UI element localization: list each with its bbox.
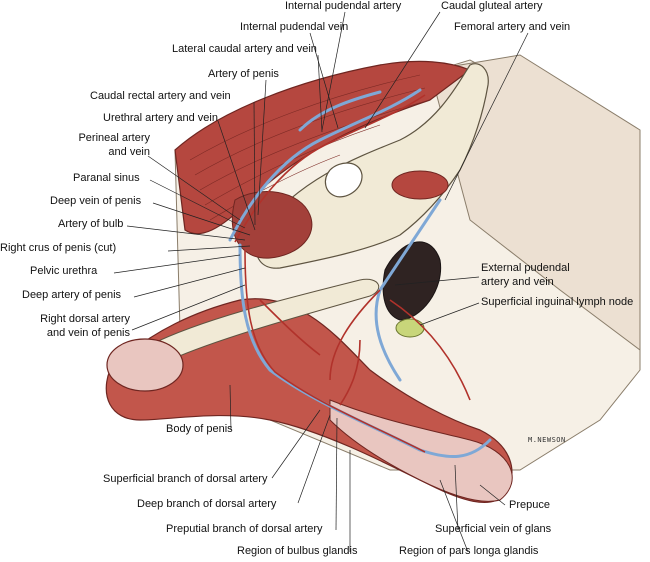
label-deep-branch: Deep branch of dorsal artery [137, 498, 277, 510]
penile-bulb [106, 338, 184, 392]
lymph-node [395, 318, 425, 338]
ischiocavernosus-muscle [231, 191, 313, 259]
label-pelvic-urethra: Pelvic urethra [30, 265, 98, 277]
label-internal-pudendal-vein: Internal pudendal vein [240, 21, 349, 33]
label-right-dorsal-1: Right dorsal artery [40, 313, 130, 325]
label-deep-artery-penis: Deep artery of penis [22, 289, 122, 301]
label-prepuce: Prepuce [509, 499, 550, 511]
label-deep-vein-penis: Deep vein of penis [50, 195, 142, 207]
label-lateral-caudal: Lateral caudal artery and vein [172, 43, 317, 55]
label-external-pudendal-1: External pudendal [481, 262, 570, 274]
hip-muscle-sheet [429, 54, 641, 351]
label-superficial-branch: Superficial branch of dorsal artery [103, 473, 268, 485]
label-caudal-gluteal-artery: Caudal gluteal artery [441, 0, 543, 12]
label-region-bulbus: Region of bulbus glandis [237, 545, 358, 557]
label-region-pars: Region of pars longa glandis [399, 545, 539, 557]
artist-signature: M.NEWSON [528, 436, 566, 444]
arteries [234, 94, 471, 453]
label-urethral: Urethral artery and vein [103, 112, 218, 124]
obturator-foramen [324, 162, 363, 198]
label-body-of-penis: Body of penis [166, 423, 233, 435]
label-femoral-artery-vein: Femoral artery and vein [454, 21, 571, 33]
leader-lines [113, 11, 529, 553]
femoral-muscle [391, 170, 449, 200]
bone-shaft [149, 278, 380, 361]
label-preputial-branch: Preputial branch of dorsal artery [166, 523, 323, 535]
label-right-dorsal-2: and vein of penis [46, 327, 130, 339]
label-superficial-inguinal: Superficial inguinal lymph node [481, 296, 634, 308]
label-caudal-rectal: Caudal rectal artery and vein [90, 90, 231, 102]
label-right-crus: Right crus of penis (cut) [0, 242, 117, 254]
ischium-bone [255, 63, 489, 269]
label-paranal-sinus: Paranal sinus [73, 172, 140, 184]
label-internal-pudendal-artery: Internal pudendal artery [285, 0, 402, 12]
label-external-pudendal-2: artery and vein [481, 276, 554, 288]
label-artery-of-bulb: Artery of bulb [58, 218, 124, 230]
label-perineal-2: and vein [108, 146, 150, 158]
label-superficial-vein-glans: Superficial vein of glans [435, 523, 552, 535]
label-perineal-1: Perineal artery [78, 132, 150, 144]
label-artery-of-penis: Artery of penis [208, 68, 279, 80]
